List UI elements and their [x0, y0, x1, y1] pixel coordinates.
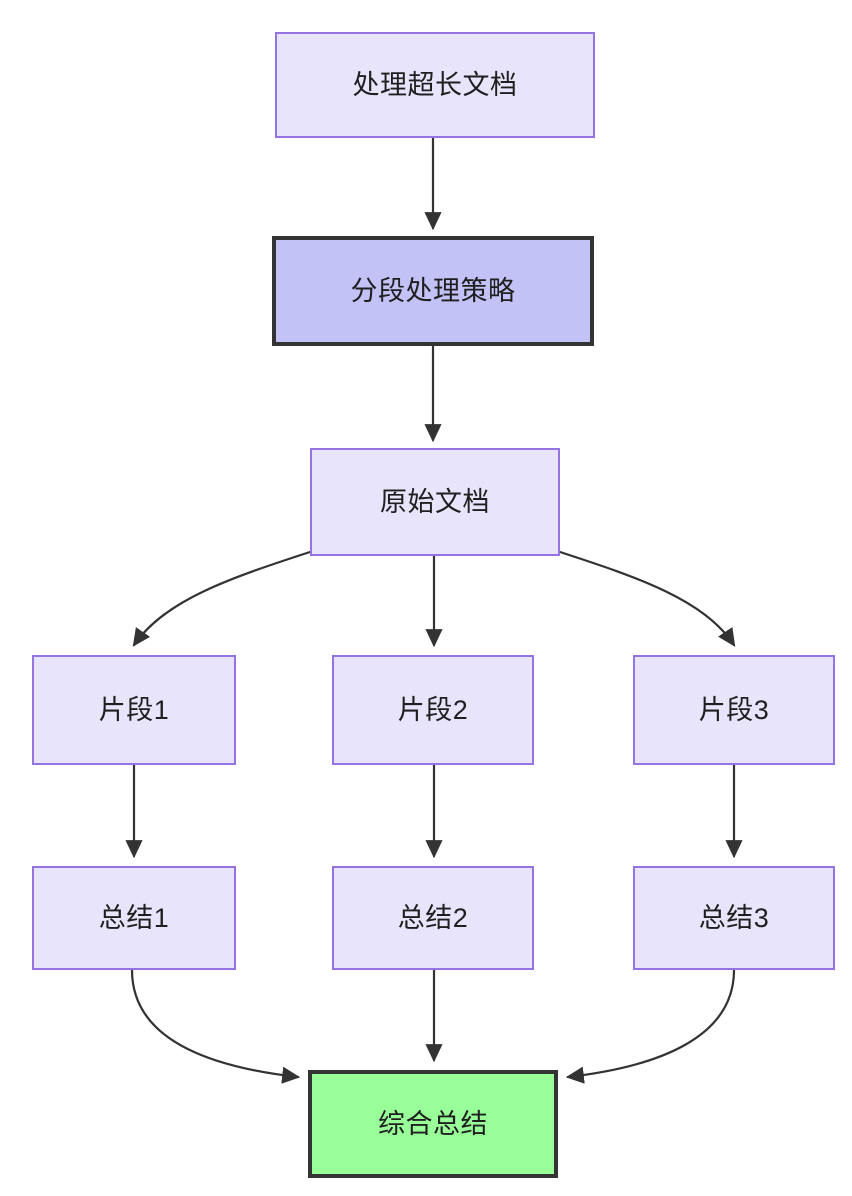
node-label: 综合总结: [378, 1108, 488, 1139]
node-label: 分段处理策略: [350, 275, 516, 306]
node-chunking-strategy[interactable]: 分段处理策略: [272, 236, 594, 346]
node-label: 片段3: [698, 694, 770, 725]
node-combined-summary[interactable]: 综合总结: [308, 1070, 558, 1178]
node-summary-2[interactable]: 总结2: [332, 866, 534, 970]
node-label: 片段2: [397, 694, 469, 725]
node-process-long-document[interactable]: 处理超长文档: [275, 32, 595, 138]
node-label: 总结1: [98, 902, 170, 933]
node-label: 处理超长文档: [352, 69, 518, 100]
edge-n7-to-n10: [130, 968, 301, 1084]
node-label: 总结2: [397, 902, 469, 933]
node-fragment-2[interactable]: 片段2: [332, 655, 534, 765]
node-fragment-3[interactable]: 片段3: [633, 655, 835, 765]
edge-n3-to-n6: [558, 550, 736, 647]
node-summary-1[interactable]: 总结1: [32, 866, 236, 970]
node-fragment-1[interactable]: 片段1: [32, 655, 236, 765]
node-label: 片段1: [98, 694, 170, 725]
node-label: 总结3: [698, 902, 770, 933]
edge-n3-to-n4: [132, 550, 312, 647]
edge-n9-to-n10: [565, 968, 736, 1084]
node-label: 原始文档: [380, 486, 490, 517]
node-original-document[interactable]: 原始文档: [310, 448, 560, 556]
node-summary-3[interactable]: 总结3: [633, 866, 835, 970]
